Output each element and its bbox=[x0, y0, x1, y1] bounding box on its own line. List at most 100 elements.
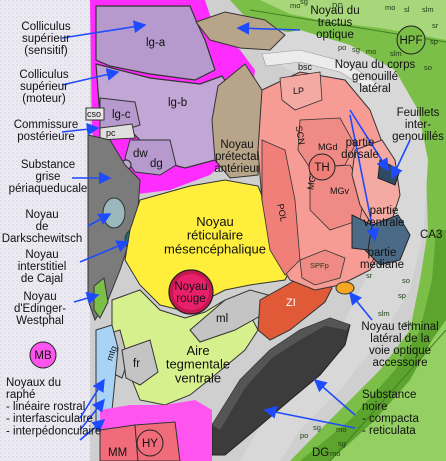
hippo-label-sp-top: sp bbox=[430, 37, 438, 46]
label-line: Darkschewitsch bbox=[2, 233, 83, 245]
svg-text:HY: HY bbox=[142, 438, 158, 450]
label-line: mésencéphalique bbox=[164, 241, 266, 256]
label-line: Substance bbox=[362, 389, 416, 401]
hippo-label-mo-top2: mo bbox=[366, 47, 376, 56]
region-label-lp: LP bbox=[293, 86, 304, 96]
region-label-fr: fr bbox=[133, 358, 140, 370]
svg-text:MB: MB bbox=[34, 350, 52, 362]
label-line: supérieur bbox=[22, 33, 70, 45]
label-line: noire bbox=[362, 401, 388, 413]
region-label-mgd: MGd bbox=[318, 142, 338, 152]
label-line: (moteur) bbox=[22, 93, 66, 105]
thalamus-lp bbox=[279, 71, 323, 111]
region-label-mgv: MGv bbox=[330, 186, 349, 196]
label-line: Noyau terminal bbox=[361, 321, 438, 333]
label-line: d'Edinger- bbox=[14, 303, 66, 315]
region-label-dg: dg bbox=[150, 158, 163, 170]
hippo-label-sg-top: sg bbox=[352, 45, 360, 54]
hippo-label-sl-top: sl bbox=[404, 5, 410, 14]
region-label-ml: ml bbox=[216, 313, 228, 325]
region-label-bsc: bsc bbox=[298, 62, 313, 72]
label-line: postérieure bbox=[17, 131, 75, 143]
label-line: Substance bbox=[21, 159, 75, 171]
region-label-scn: SCN bbox=[294, 125, 307, 145]
label-line: Noyau bbox=[23, 291, 56, 303]
terminal-lateral-nucleus bbox=[335, 281, 355, 295]
hippo-label-slm-mid: slm bbox=[390, 49, 402, 58]
region-label-cso: cso bbox=[87, 109, 101, 119]
label-line: accessoire bbox=[373, 357, 428, 369]
label-line: ventrale bbox=[175, 370, 221, 385]
label-line: Noyau bbox=[25, 249, 58, 261]
hippo-label-mo-bottom2: mo bbox=[330, 449, 340, 458]
hippo-label-sr-left: sr bbox=[366, 271, 373, 280]
label-line: Noyau bbox=[196, 214, 234, 229]
hippo-label-po-bottom: po bbox=[300, 431, 308, 440]
cso-region bbox=[85, 107, 105, 121]
darkschewitsch-nucleus bbox=[102, 197, 126, 229]
label-line: - reticulata bbox=[362, 425, 416, 437]
hippo-label-sp-bottom: sp bbox=[398, 291, 406, 300]
label-line: - interpédonculaire bbox=[6, 425, 101, 437]
label-line: tegmentale bbox=[166, 357, 230, 372]
label-line: Noyau du corps bbox=[335, 59, 416, 71]
region-label-ca3: CA3 bbox=[420, 229, 442, 241]
hippocampus-mid-band bbox=[330, 320, 446, 461]
svg-text:TH: TH bbox=[314, 162, 329, 174]
hippo-label-sg-left: sg bbox=[300, 0, 308, 6]
label-line: optique bbox=[316, 29, 354, 41]
hippocampus-line-2 bbox=[329, 329, 446, 461]
hpf-badge: HPF bbox=[396, 25, 426, 55]
label-line: interstitiel bbox=[18, 261, 67, 273]
region-label-lg-c: lg-c bbox=[112, 109, 131, 121]
th-badge: TH bbox=[308, 153, 336, 181]
label-line: médiane bbox=[360, 259, 404, 271]
region-label-mm: MM bbox=[108, 447, 127, 459]
pretectal-nucleus bbox=[211, 63, 263, 179]
region-label-lg-b: lg-b bbox=[168, 97, 187, 109]
mb-badge: MB bbox=[29, 341, 57, 369]
label-line: Noyaux du bbox=[6, 377, 61, 389]
label-line: - interfasciculaire bbox=[6, 413, 93, 425]
dw-dg-region bbox=[124, 139, 177, 176]
label-line: Colliculus bbox=[21, 21, 70, 33]
label-line: partie bbox=[368, 247, 397, 259]
label-line: de bbox=[36, 221, 49, 233]
mm-region bbox=[99, 424, 139, 461]
label-line: rouge bbox=[176, 293, 205, 305]
annotation-arrows bbox=[61, 20, 411, 441]
label-line: Commissure bbox=[14, 119, 79, 131]
label-line: genouillé bbox=[352, 71, 398, 83]
fr-region bbox=[121, 339, 159, 386]
hippo-label-sg-bottom2: sg bbox=[338, 439, 346, 448]
hippo-label-sg-bottom: sg bbox=[313, 423, 321, 432]
region-label-pol: POL bbox=[275, 203, 289, 223]
label-line: Noyau du bbox=[310, 5, 359, 17]
label-line: Noyau bbox=[220, 139, 253, 151]
red-nucleus-inner bbox=[173, 274, 209, 310]
label-line: périaqueducale bbox=[9, 183, 88, 195]
edinger-westphal-nucleus bbox=[93, 277, 109, 319]
label-line: antérieur bbox=[214, 163, 260, 175]
hippo-label-dg-bottom: DG bbox=[312, 447, 329, 459]
label-line: réticulaire bbox=[187, 228, 243, 243]
label-line: Aire bbox=[186, 343, 209, 358]
svg-text:HPF: HPF bbox=[400, 35, 423, 47]
hippo-label-so-bottom: so bbox=[402, 276, 410, 285]
region-label-zi: ZI bbox=[286, 297, 296, 309]
label-line: Noyau bbox=[25, 209, 58, 221]
